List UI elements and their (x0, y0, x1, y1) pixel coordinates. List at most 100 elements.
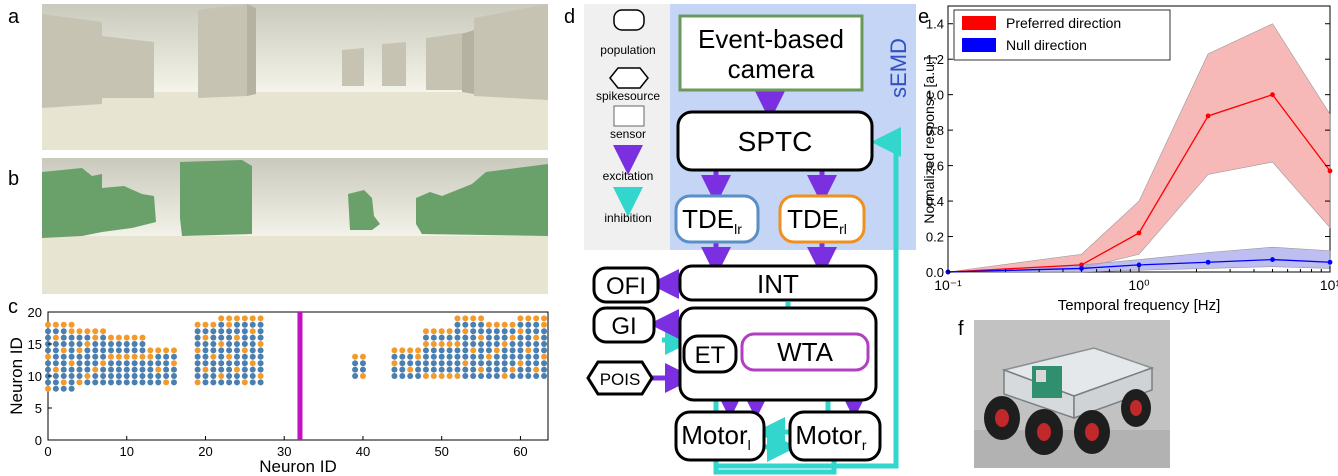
raster-spike-dot (438, 353, 445, 360)
raster-spike-dot (233, 328, 240, 335)
inhibition-bottom-loop (713, 460, 837, 475)
raster-spike-dot (226, 321, 233, 328)
raster-spike-dot (202, 328, 209, 335)
raster-spike-dot (202, 334, 209, 341)
raster-spike-dot (241, 360, 248, 367)
raster-spike-dot (45, 366, 51, 373)
raster-spike-dot (533, 341, 540, 347)
raster-spike-dot (76, 334, 83, 341)
raster-spike-dot (218, 347, 225, 354)
wta-label: WTA (777, 337, 833, 367)
motor-l-label: Motorl (681, 420, 751, 453)
raster-spike-dot (202, 353, 209, 360)
gi-label: GI (611, 313, 636, 340)
raster-spike-dot (352, 360, 359, 367)
panel-label-a: a (8, 6, 20, 28)
raster-spike-dot (470, 353, 477, 360)
ofi-label: OFI (606, 273, 646, 300)
raster-x-tick-label: 50 (434, 444, 448, 459)
panel-label-d: d (564, 6, 576, 28)
raster-spike-dot (517, 353, 524, 360)
raster-spike-dot (163, 366, 170, 373)
legend-population: population (600, 43, 655, 57)
raster-spike-dot (454, 328, 461, 335)
raster-spike-dot (107, 366, 114, 373)
gi-node (592, 306, 656, 344)
pois-node (586, 360, 654, 396)
raster-spike-dot (422, 366, 429, 373)
legend-label-null: Null direction (1006, 37, 1087, 53)
raster-spike-dot (391, 373, 398, 379)
raster-spike-dot (115, 373, 122, 379)
raster-spike-dot (241, 321, 248, 328)
raster-spike-dot (493, 328, 500, 335)
raster-spike-dot (139, 334, 146, 341)
raster-spike-dot (517, 321, 524, 328)
raster-spike-dot (454, 347, 461, 354)
raster-spike-dot (501, 360, 508, 367)
raster-spike-dot (139, 360, 146, 367)
raster-spike-dot (52, 360, 59, 367)
raster-spike-dot (438, 373, 445, 379)
raster-spike-dot (84, 360, 91, 367)
raster-y-tick-label: 0 (35, 433, 42, 448)
raster-spike-dot (194, 353, 201, 360)
raster-spike-dot (131, 373, 138, 379)
raster-spike-dot (517, 347, 524, 354)
raster-spike-dot (470, 334, 477, 341)
raster-spike-dot (446, 373, 453, 379)
raster-spike-dot (478, 366, 485, 373)
series-point-0 (1136, 230, 1142, 236)
inhibition-feedback-sptc (714, 127, 901, 469)
raster-spike-dot (202, 379, 209, 386)
raster-spike-dot (60, 360, 67, 367)
raster-spike-dot (107, 379, 114, 386)
raster-spike-dot (359, 366, 366, 373)
raster-spike-dot (60, 328, 67, 335)
raster-spike-dot (517, 341, 524, 347)
chart-x-tick-label: 10⁰ (1128, 277, 1150, 293)
raster-spike-dot (241, 341, 248, 347)
raster-spike-dot (218, 328, 225, 335)
raster-spike-dot (60, 366, 67, 373)
chart-legend: Preferred direction Null direction (953, 9, 1171, 61)
raster-spike-dot (407, 373, 414, 379)
raster-spike-dot (438, 328, 445, 335)
raster-spike-dot (533, 353, 540, 360)
raster-spike-dot (454, 341, 461, 347)
et-label: ET (695, 342, 726, 369)
raster-spike-dot (257, 321, 264, 328)
raster-spike-dot (470, 360, 477, 367)
raster-x-tick-label: 40 (356, 444, 370, 459)
raster-spike-dot (257, 353, 264, 360)
raster-spike-dot (107, 341, 114, 347)
raster-spike-dot (509, 341, 516, 347)
raster-spike-dot (139, 341, 146, 347)
raster-x-tick-label: 10 (120, 444, 134, 459)
raster-spike-dot (438, 341, 445, 347)
raster-spike-dot (210, 321, 217, 328)
raster-spike-dot (430, 341, 437, 347)
raster-spike-dot (84, 379, 91, 386)
raster-spike-dot (533, 315, 540, 322)
raster-spike-dot (462, 353, 469, 360)
raster-x-tick-label: 20 (198, 444, 212, 459)
raster-spike-dot (45, 347, 51, 354)
raster-spike-dot (226, 353, 233, 360)
sptc-label: SPTC (738, 126, 813, 157)
raster-spike-dot (68, 373, 75, 379)
raster-spike-dot (485, 334, 492, 341)
raster-spike-dot (533, 360, 540, 367)
raster-spike-dot (210, 347, 217, 354)
raster-spike-dot (123, 334, 130, 341)
raster-spike-dot (249, 334, 256, 341)
raster-spike-dot (422, 347, 429, 354)
series-point-1 (1205, 259, 1211, 265)
raster-spike-dot (233, 347, 240, 354)
raster-spike-dot (525, 353, 532, 360)
raster-spike-dot (202, 321, 209, 328)
chart-y-tick-label: 1.4 (926, 17, 944, 32)
series-line-0 (947, 93, 1331, 273)
raster-spike-dot (470, 321, 477, 328)
